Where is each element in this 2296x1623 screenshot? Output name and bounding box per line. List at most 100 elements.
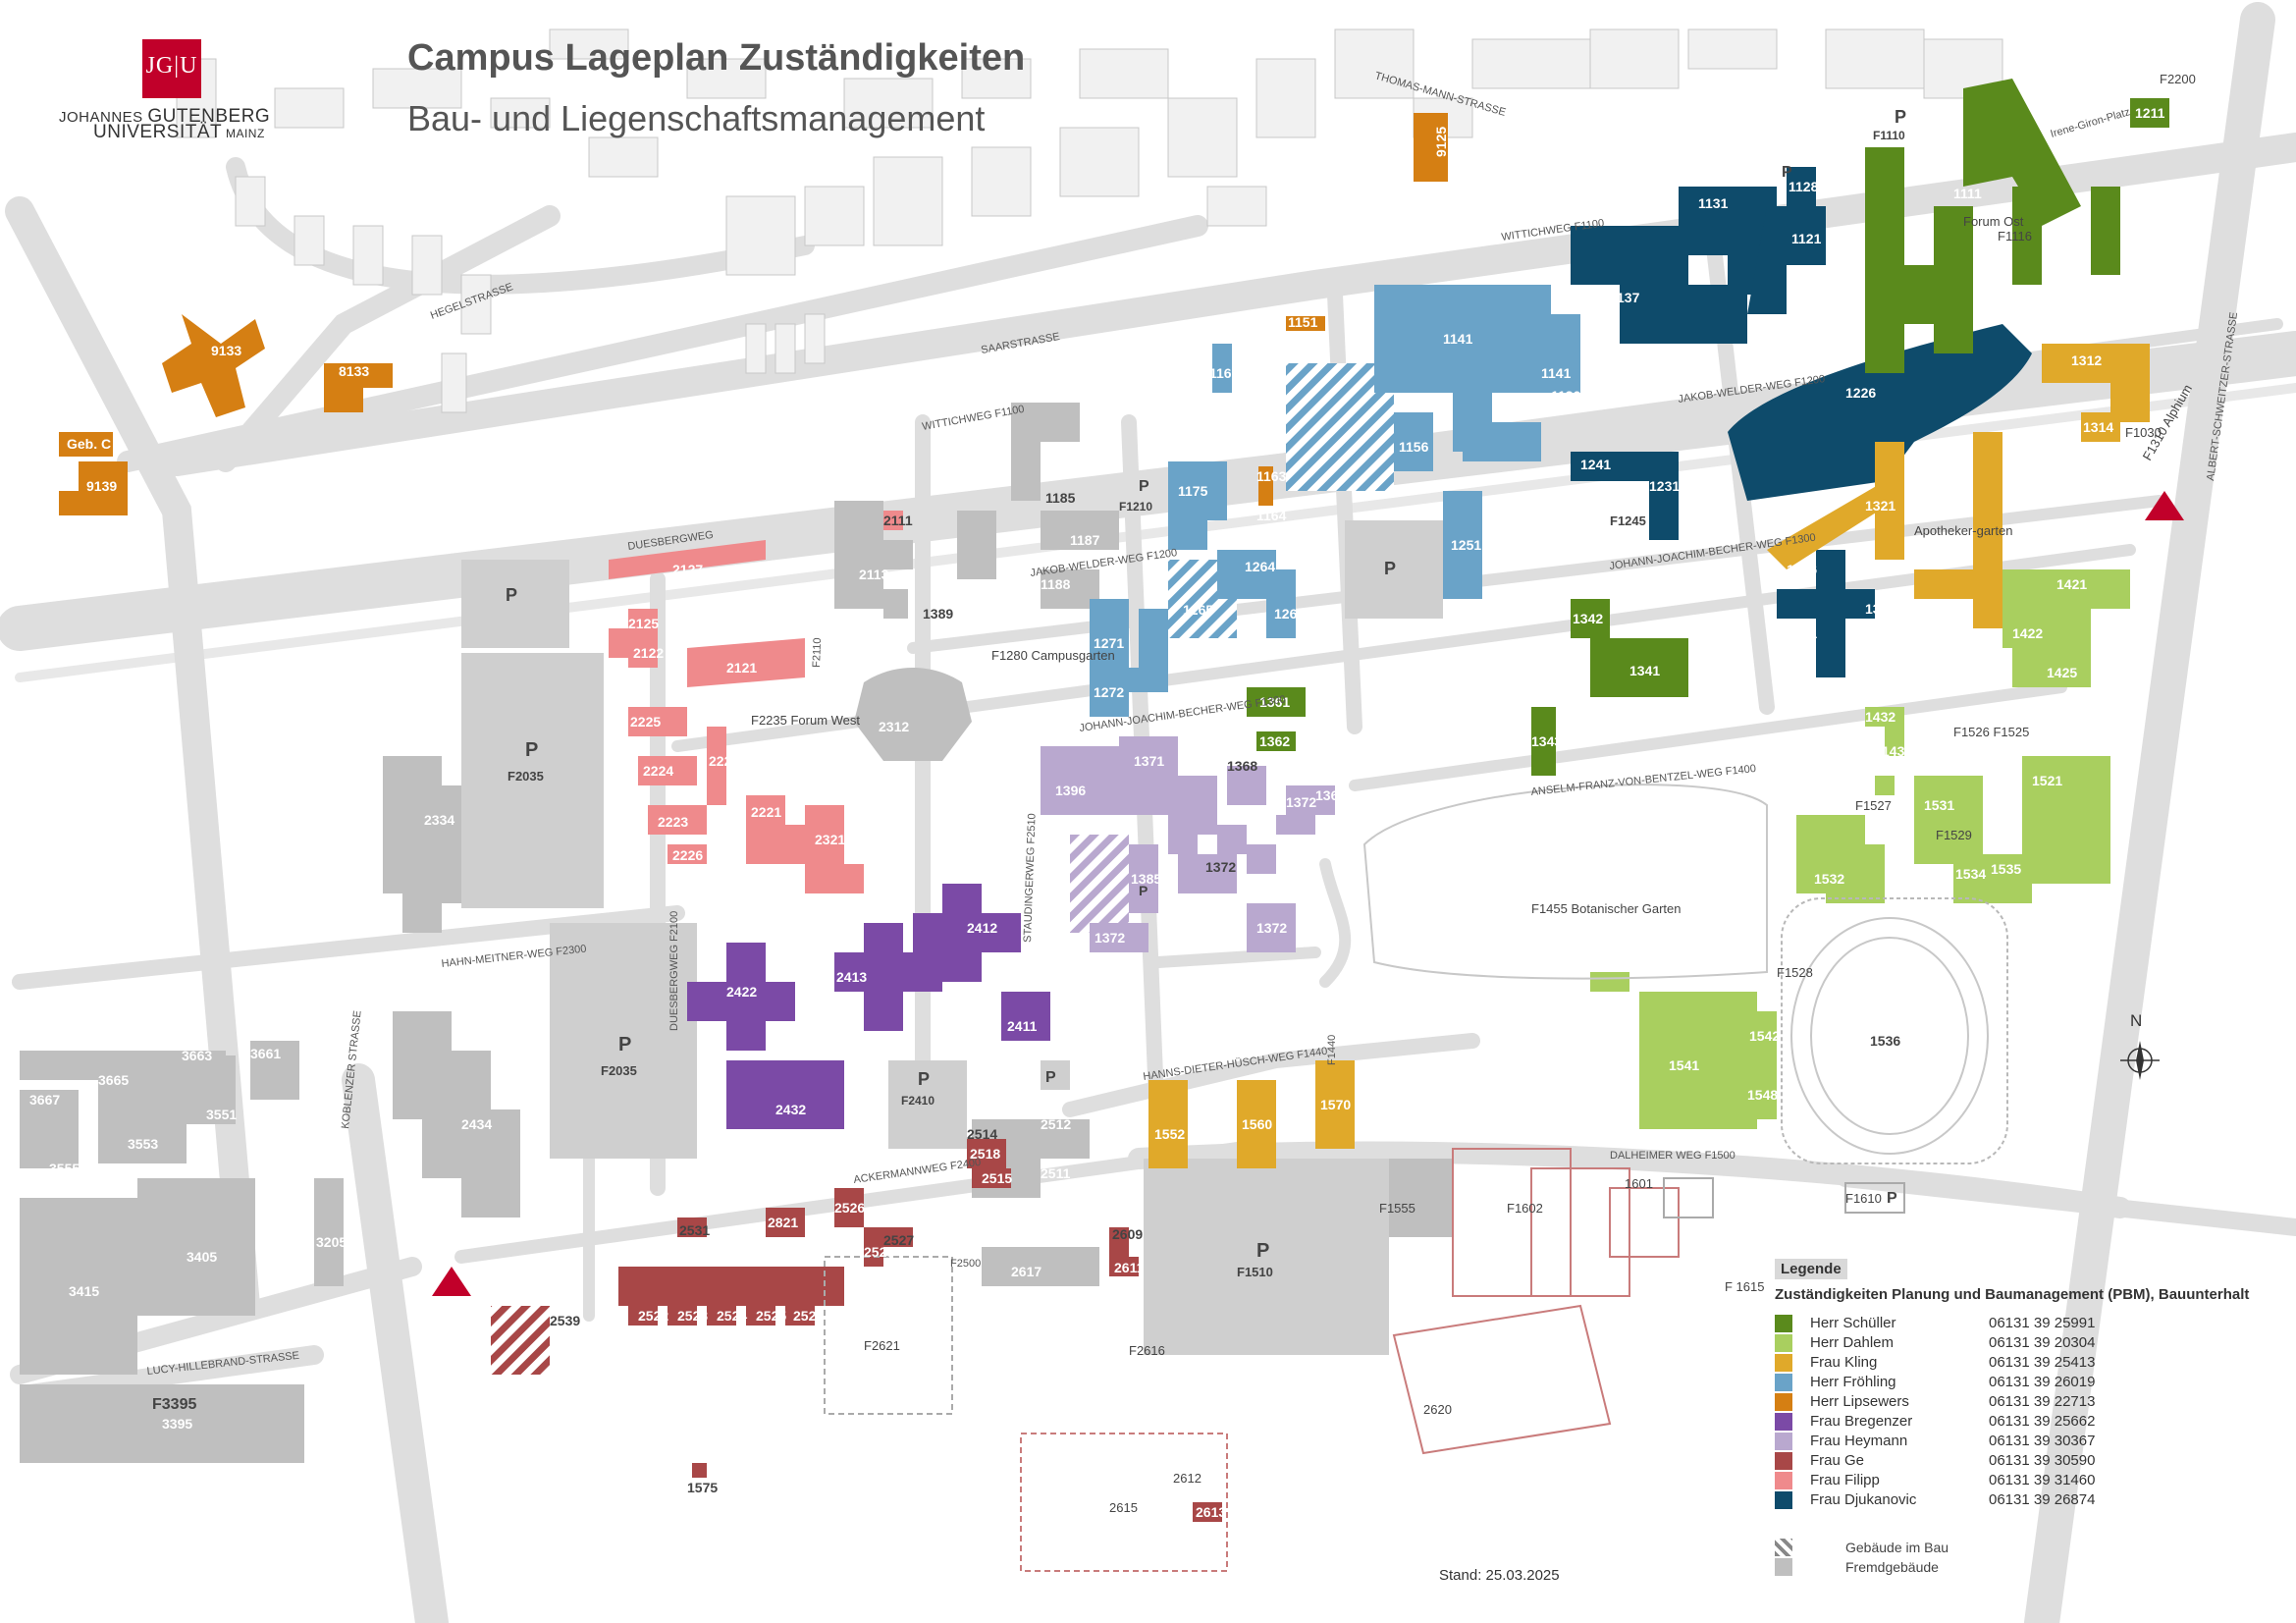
building-label: 2121 bbox=[726, 660, 757, 676]
logo-line-2: UNIVERSITÄT MAINZ bbox=[93, 122, 265, 142]
building-label: 1372 bbox=[1205, 859, 1236, 875]
building-label: 1121 bbox=[1791, 231, 1822, 246]
street-f2500: F2500 bbox=[950, 1258, 981, 1270]
building-label: 1361 bbox=[1259, 694, 1290, 710]
university-logo[interactable]: JG|U bbox=[142, 39, 201, 98]
building-label: 2226 bbox=[672, 847, 703, 863]
parking-label: F2035 bbox=[601, 1063, 637, 1078]
building-label: 2422 bbox=[726, 984, 757, 1000]
legend-swatch bbox=[1775, 1374, 1792, 1391]
building-label: 1214 bbox=[2112, 78, 2143, 93]
parking-label: P bbox=[1256, 1240, 1269, 1262]
building-label: 2609 bbox=[1112, 1226, 1143, 1242]
building-label: 2221 bbox=[751, 804, 781, 820]
building-label: 1262 bbox=[1239, 635, 1269, 651]
legend-swatch bbox=[1775, 1452, 1792, 1470]
building-label: 1396 bbox=[1055, 783, 1086, 798]
street-wittichweg-west: WITTICHWEG F1100 bbox=[921, 404, 1025, 433]
building-label: 1175 bbox=[1178, 483, 1208, 499]
building-label: 1342 bbox=[1573, 611, 1603, 626]
building-label: 1366 bbox=[1317, 817, 1348, 833]
building-label: 2522 bbox=[638, 1308, 668, 1324]
stand-date: Stand: 25.03.2025 bbox=[1439, 1567, 1560, 1584]
legend-subheading: Zuständigkeiten Planung und Baumanagemen… bbox=[1775, 1286, 2250, 1303]
building-label: 2512 bbox=[1041, 1116, 1071, 1132]
forum-ost-label: Forum Ost bbox=[1963, 214, 2024, 229]
building-label: 1271 bbox=[1094, 635, 1124, 651]
building-label: 1165 bbox=[1209, 365, 1240, 381]
building-label: 2527 bbox=[883, 1232, 914, 1248]
building-label: 2225 bbox=[630, 714, 661, 730]
building-label: 1535 bbox=[1991, 861, 2021, 877]
legend-swatch bbox=[1775, 1491, 1792, 1509]
building-label: 2432 bbox=[775, 1102, 806, 1117]
building-label: 1264 bbox=[1245, 559, 1275, 574]
building-label: 1570 bbox=[1320, 1097, 1351, 1112]
building-label: 2113 bbox=[859, 567, 889, 582]
field-label: F1555 bbox=[1379, 1201, 1415, 1216]
building-label: 1422 bbox=[2012, 625, 2043, 641]
building-label: 2539 bbox=[550, 1313, 580, 1328]
buildings-schueler bbox=[1247, 79, 2169, 776]
building-label: 2411 bbox=[1007, 1018, 1038, 1034]
legend-swatch bbox=[1775, 1315, 1792, 1332]
building-label: 1128 bbox=[1789, 179, 1819, 194]
buildings-djukanovic bbox=[1571, 167, 2032, 677]
building-label: 2514 bbox=[967, 1126, 997, 1142]
apothekergarten-label: Apotheker-garten bbox=[1914, 523, 2012, 538]
legend-swatch bbox=[1775, 1354, 1792, 1372]
building-label: 1552 bbox=[1154, 1126, 1185, 1142]
building-label: 1362 bbox=[1259, 733, 1290, 749]
parking-label: F1210 bbox=[1119, 500, 1152, 514]
building-label: 2222 bbox=[709, 753, 739, 769]
foreign-buildings bbox=[20, 403, 1453, 1463]
building-label: 1560 bbox=[1242, 1116, 1272, 1132]
building-label: 1521 bbox=[2032, 773, 2062, 788]
parking-label: P bbox=[1045, 1069, 1056, 1086]
field-label: F1116 bbox=[1998, 229, 2032, 243]
field-label: F1528 bbox=[1777, 965, 1813, 980]
building-label: 9125 bbox=[1433, 127, 1449, 157]
campusgarten-label: F1280 Campusgarten bbox=[991, 648, 1115, 663]
building-label: 1385 bbox=[1131, 871, 1161, 887]
building-label: 3663 bbox=[182, 1048, 212, 1063]
building-label: 3395 bbox=[162, 1416, 192, 1432]
building-label: 1172 bbox=[1045, 439, 1076, 455]
building-label: 2224 bbox=[643, 763, 673, 779]
field-label: F1602 bbox=[1507, 1201, 1543, 1216]
building-label: 2526 bbox=[834, 1200, 865, 1216]
page-title: Campus Lageplan Zuständigkeiten bbox=[407, 37, 1026, 79]
building-label: 1211 bbox=[2135, 105, 2165, 121]
parking-label: P bbox=[918, 1069, 930, 1089]
parking-label: P bbox=[525, 739, 538, 761]
building-label: 1536 bbox=[1870, 1033, 1900, 1049]
parking-label: P bbox=[1384, 559, 1396, 578]
entrance-marker-east bbox=[2145, 491, 2184, 520]
building-label: 3667 bbox=[29, 1092, 60, 1108]
parking-label: P bbox=[618, 1034, 631, 1055]
field-label: 2620 bbox=[1423, 1402, 1452, 1417]
legend-swatch bbox=[1775, 1413, 1792, 1431]
street-jakob-welder-west: JAKOB-WELDER-WEG F1200 bbox=[1030, 547, 1178, 579]
building-label: 1141 bbox=[1443, 331, 1473, 347]
field-label: F2621 bbox=[864, 1338, 900, 1353]
parking-label: P bbox=[506, 585, 517, 605]
parking-areas bbox=[461, 520, 1443, 1355]
building-label: 1436 bbox=[1882, 743, 1912, 759]
building-label: 2525 bbox=[756, 1308, 786, 1324]
building-label: 1575 bbox=[687, 1480, 718, 1495]
logo-mark: JG|U bbox=[145, 53, 198, 79]
building-label: 2412 bbox=[967, 920, 997, 936]
building-label: 1368 bbox=[1227, 758, 1257, 774]
building-label: 1439 bbox=[1777, 733, 1807, 749]
building-labels: 9133 8133 Geb. C 9139 9125 1151 1163 116… bbox=[29, 78, 2165, 1520]
building-label: 1111 bbox=[1953, 186, 1982, 201]
forum-west-label: F2235 Forum West bbox=[751, 713, 860, 728]
building-label: 8133 bbox=[339, 363, 369, 379]
building-label: 2434 bbox=[461, 1116, 492, 1132]
parking-label: P bbox=[1895, 107, 1906, 127]
field-label: F2200 bbox=[2160, 72, 2196, 86]
